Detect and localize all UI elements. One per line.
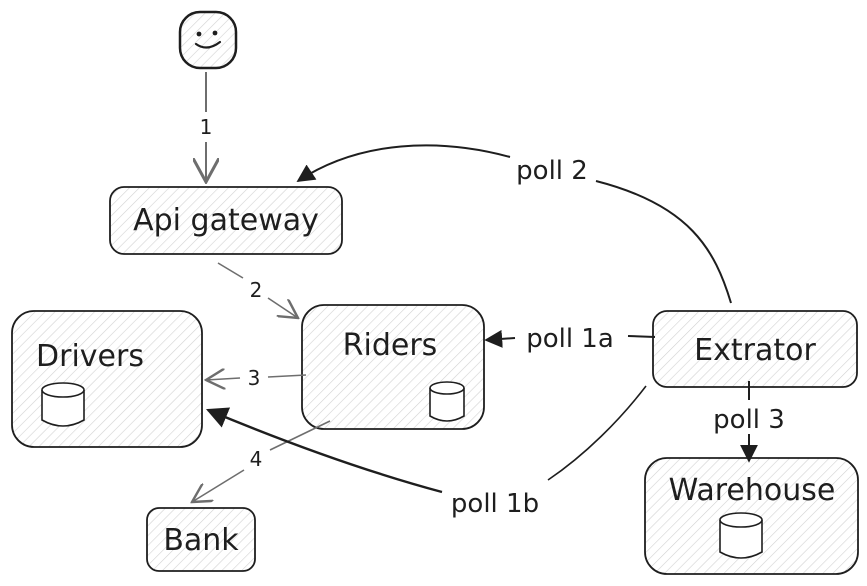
riders-node[interactable]: Riders bbox=[301, 304, 485, 430]
bank-node[interactable]: Bank bbox=[146, 507, 256, 572]
edge-extrator-to-warehouse: poll 3 bbox=[713, 381, 785, 463]
edge-label-3: 3 bbox=[248, 366, 261, 390]
extrator-label: Extrator bbox=[694, 333, 816, 368]
api-gateway-node[interactable]: Api gateway bbox=[109, 186, 343, 255]
warehouse-node[interactable]: Warehouse bbox=[644, 457, 859, 575]
warehouse-label: Warehouse bbox=[669, 473, 836, 508]
database-icon bbox=[429, 381, 465, 422]
edge-label-poll-1b: poll 1b bbox=[451, 489, 539, 519]
database-icon bbox=[41, 382, 85, 427]
edge-riders-to-bank: 4 bbox=[192, 420, 331, 502]
edge-label-4: 4 bbox=[250, 447, 263, 471]
api-gateway-label: Api gateway bbox=[133, 203, 319, 238]
smiley-face-icon bbox=[194, 30, 222, 49]
edge-extrator-to-riders: poll 1a bbox=[484, 324, 656, 354]
edge-user-to-api: 1 bbox=[200, 72, 213, 182]
edge-riders-to-drivers: 3 bbox=[206, 366, 307, 390]
edge-extrator-to-api: poll 2 bbox=[296, 144, 732, 304]
database-icon bbox=[719, 512, 763, 559]
edge-api-to-riders: 2 bbox=[217, 262, 298, 318]
drivers-label: Drivers bbox=[36, 339, 144, 374]
user-node[interactable] bbox=[178, 10, 238, 70]
edge-label-poll-2: poll 2 bbox=[516, 156, 588, 186]
edge-extrator-to-drivers: poll 1b bbox=[206, 385, 647, 519]
riders-label: Riders bbox=[343, 328, 438, 363]
edge-label-poll-1a: poll 1a bbox=[526, 324, 614, 354]
drivers-node[interactable]: Drivers bbox=[11, 310, 203, 448]
edge-label-poll-3: poll 3 bbox=[713, 405, 785, 435]
edge-label-2: 2 bbox=[250, 278, 263, 302]
edge-label-1: 1 bbox=[200, 115, 213, 139]
extrator-node[interactable]: Extrator bbox=[652, 310, 858, 388]
bank-label: Bank bbox=[163, 523, 239, 558]
